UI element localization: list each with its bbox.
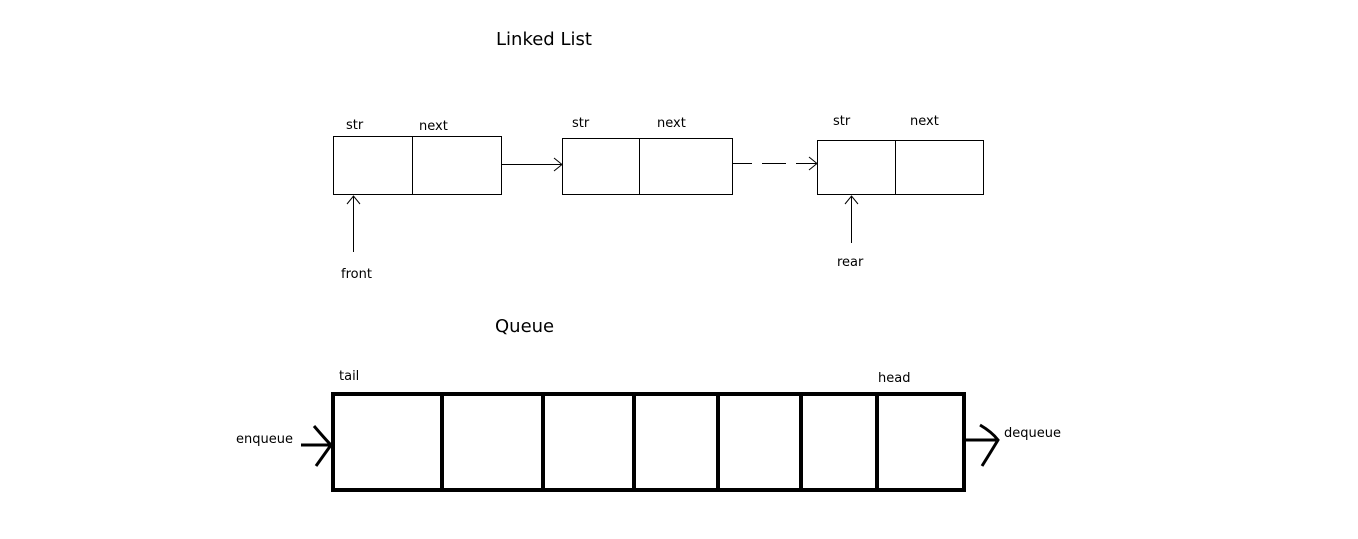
queue-head-label: head [878, 371, 911, 386]
dequeue-arrow [966, 423, 1000, 467]
node-3-next-label: next [910, 114, 939, 129]
enqueue-label: enqueue [236, 432, 293, 447]
list-node-3 [817, 140, 984, 195]
list-node-2 [562, 138, 733, 195]
next-pointer-arrow-1 [502, 157, 563, 172]
front-pointer-arrow [346, 195, 361, 252]
queue-title: Queue [495, 316, 555, 337]
linked-list-title: Linked List [496, 29, 592, 50]
queue-outline [331, 392, 966, 492]
node-2-next-label: next [657, 116, 686, 131]
node-3-str-label: str [833, 114, 851, 129]
linked-list-diagram [333, 136, 984, 252]
queue-diagram [301, 392, 1000, 492]
list-node-1 [333, 136, 502, 195]
dequeue-label: dequeue [1004, 426, 1061, 441]
enqueue-arrow [301, 425, 333, 467]
node-1-str-label: str [346, 118, 364, 133]
queue-tail-label: tail [339, 369, 360, 384]
node-2-str-label: str [572, 116, 590, 131]
rear-pointer-arrow [844, 195, 859, 243]
rear-pointer-label: rear [837, 255, 864, 270]
node-1-next-label: next [419, 119, 448, 134]
front-pointer-label: front [341, 267, 372, 282]
next-pointer-dashed-arrow [733, 156, 818, 171]
